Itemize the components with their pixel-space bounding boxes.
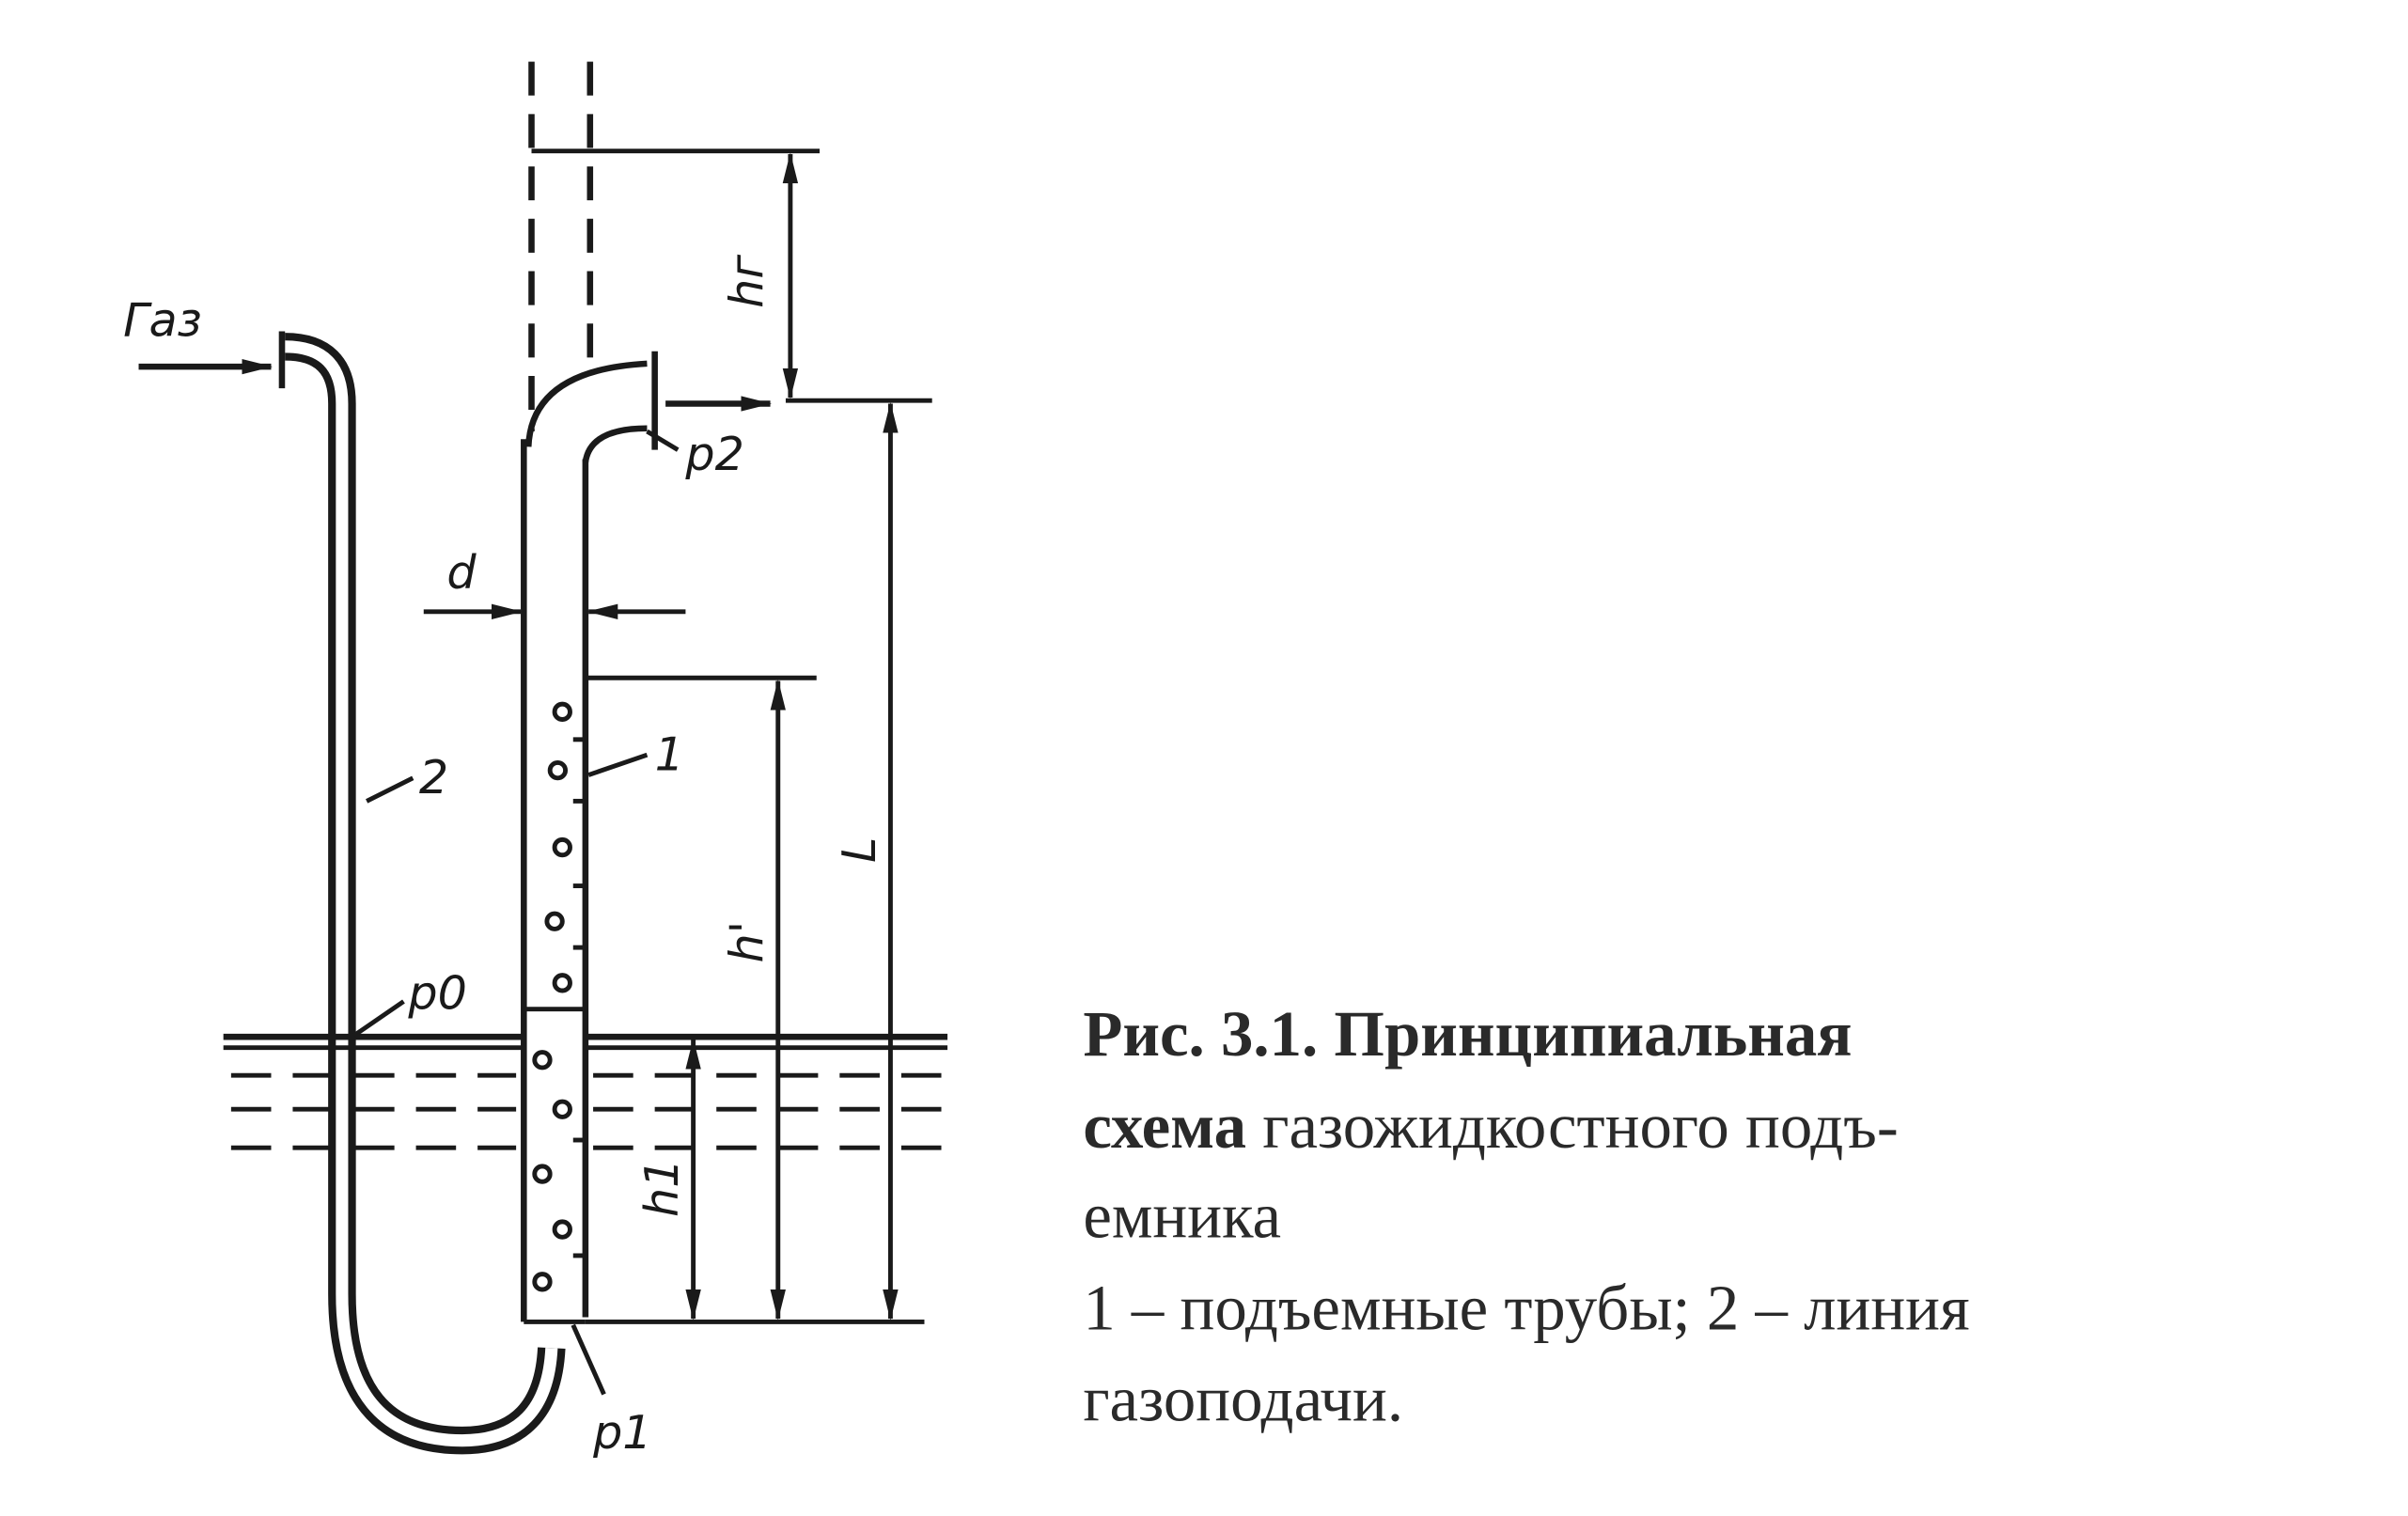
figure-caption: Рис. 3.1. Принципиальная схема газожидко… bbox=[1083, 998, 1969, 1434]
label-p2: p2 bbox=[684, 427, 743, 481]
dimension-lines bbox=[352, 148, 932, 1396]
caption-title: Рис. 3.1. Принципиальная bbox=[1083, 998, 1852, 1070]
label-tube-2: 2 bbox=[419, 750, 448, 805]
label-p1: p1 bbox=[592, 1405, 651, 1460]
label-hg: hг bbox=[719, 254, 774, 308]
caption-legend-cont: газоподачи. bbox=[1083, 1363, 1403, 1434]
gas-label: Газ bbox=[123, 292, 202, 347]
caption-line-2: схема газожидкостного подъ- bbox=[1083, 1090, 1898, 1162]
label-L: L bbox=[832, 837, 886, 863]
label-d: d bbox=[446, 545, 477, 600]
label-h-prime: h' bbox=[719, 921, 774, 963]
label-p0: p0 bbox=[407, 966, 466, 1021]
label-tube-1: 1 bbox=[655, 727, 684, 782]
caption-legend: 1 – подъемные трубы; 2 – линия bbox=[1083, 1273, 1969, 1344]
label-h1: h1 bbox=[634, 1159, 689, 1217]
pipe-extension-dashed bbox=[528, 61, 594, 431]
gas-bubbles bbox=[524, 701, 586, 1292]
caption-line-3: емника bbox=[1083, 1180, 1281, 1251]
gas-supply-line bbox=[278, 331, 566, 1455]
